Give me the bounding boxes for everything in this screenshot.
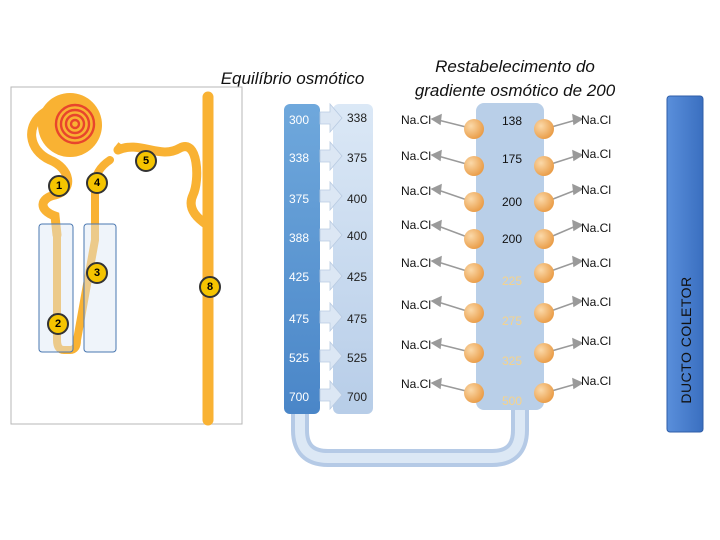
ascending-limb-box: [83, 223, 117, 353]
desc-value-5: 425: [289, 270, 310, 284]
salt-right-5: Na.Cl: [581, 256, 612, 270]
desc-value-4: 388: [289, 231, 310, 245]
desc-value-2: 338: [289, 151, 310, 165]
ion-balls: [464, 119, 554, 403]
desc-value-8: 700: [289, 390, 310, 404]
middle-value-8: 500: [501, 394, 523, 408]
transfer-arrows: [319, 102, 343, 411]
middle-value-7: 325: [501, 354, 523, 368]
salt-right-4: Na.Cl: [581, 221, 612, 235]
left-title: Equilíbrio osmótico: [220, 69, 365, 88]
salt-right-3: Na.Cl: [581, 183, 612, 197]
asc-value-2: 375: [347, 151, 368, 165]
desc-value-7: 525: [289, 351, 310, 365]
descending-column: [284, 104, 320, 414]
salt-right-1: Na.Cl: [581, 113, 612, 127]
marker-5: 5: [135, 150, 157, 172]
marker-8: 8: [199, 276, 221, 298]
salt-left-1: Na.Cl: [401, 113, 432, 127]
distal-tubule: [113, 141, 212, 230]
salt-left-2: Na.Cl: [401, 149, 432, 163]
asc-value-4: 400: [347, 229, 368, 243]
asc-value-3: 400: [347, 192, 368, 206]
middle-column: [476, 103, 544, 410]
salt-left-4: Na.Cl: [401, 218, 432, 232]
asc-value-8: 700: [347, 390, 368, 404]
salt-right-6: Na.Cl: [581, 295, 612, 309]
glomerulus: [54, 103, 96, 145]
salt-left-5: Na.Cl: [401, 256, 432, 270]
middle-value-5: 225: [501, 274, 523, 288]
asc-value-7: 525: [347, 351, 368, 365]
asc-value-1: 338: [347, 111, 368, 125]
middle-value-6: 275: [501, 314, 523, 328]
asc-value-5: 425: [347, 270, 368, 284]
middle-value-4: 200: [501, 232, 523, 246]
right-title-line2: gradiente osmótico de 200: [414, 81, 616, 100]
asc-value-6: 475: [347, 312, 368, 326]
desc-value-1: 300: [289, 113, 310, 127]
ascending-column: [333, 104, 373, 414]
marker-3: 3: [86, 262, 108, 284]
collecting-duct-bar: [666, 95, 704, 433]
salt-right-8: Na.Cl: [581, 374, 612, 388]
middle-value-3: 200: [501, 195, 523, 209]
desc-value-3: 375: [289, 192, 310, 206]
middle-value-2: 175: [501, 152, 523, 166]
desc-value-6: 475: [289, 312, 310, 326]
marker-2: 2: [47, 313, 69, 335]
collecting-duct-label: DUCTO COLETOR: [678, 276, 694, 404]
marker-4: 4: [86, 172, 108, 194]
salt-right-7: Na.Cl: [581, 334, 612, 348]
salt-left-6: Na.Cl: [401, 298, 432, 312]
marker-1: 1: [48, 175, 70, 197]
middle-value-1: 138: [501, 114, 523, 128]
salt-left-8: Na.Cl: [401, 377, 432, 391]
salt-left-7: Na.Cl: [401, 338, 432, 352]
right-title-line1: Restabelecimento do: [435, 57, 595, 76]
salt-left-3: Na.Cl: [401, 184, 432, 198]
salt-right-2: Na.Cl: [581, 147, 612, 161]
